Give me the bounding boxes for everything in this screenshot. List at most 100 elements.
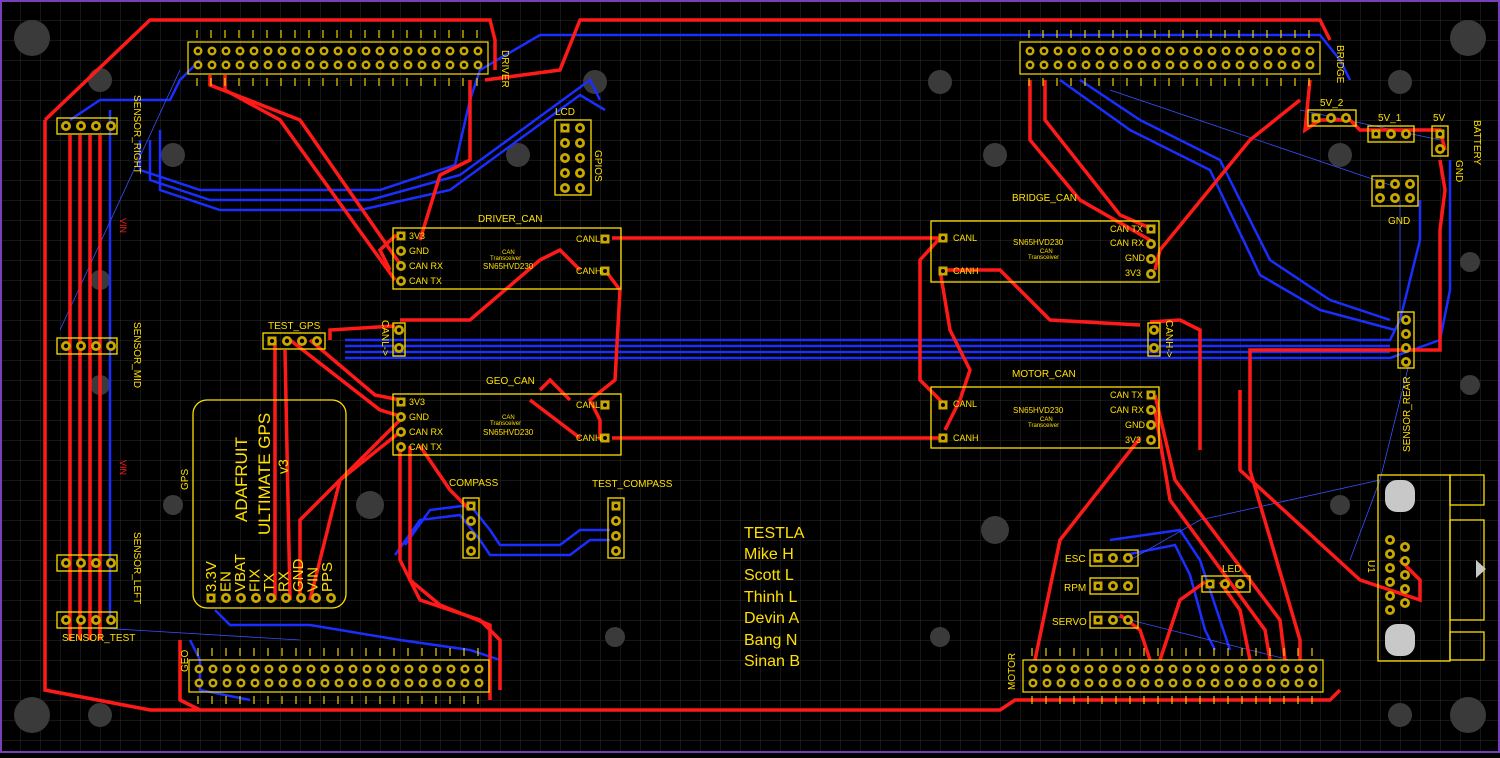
geo-can-pin-3: CAN RX bbox=[409, 427, 443, 437]
led-label: LED bbox=[1222, 564, 1241, 575]
mounting-hole bbox=[583, 70, 607, 94]
motor-can-canl: CANL bbox=[953, 399, 977, 409]
geo-label: GEO bbox=[180, 650, 191, 672]
driver-can-desc2: Transceiver bbox=[490, 256, 521, 262]
5v-2-label: 5V_2 bbox=[1320, 98, 1344, 109]
gps-label: GPS bbox=[180, 469, 191, 490]
mounting-hole bbox=[605, 627, 625, 647]
mounting-hole bbox=[930, 627, 950, 647]
driver-can-title: DRIVER_CAN bbox=[478, 214, 542, 225]
led-header bbox=[1201, 575, 1251, 593]
motor-can-chip: SN65HVD230 bbox=[1013, 406, 1064, 415]
mounting-hole bbox=[1388, 703, 1412, 727]
member-4: Devin A bbox=[744, 610, 799, 627]
driver-can-module bbox=[392, 227, 622, 290]
test-compass-label: TEST_COMPASS bbox=[592, 479, 673, 490]
mounting-hole bbox=[506, 143, 530, 167]
compass-header bbox=[462, 497, 480, 559]
mounting-hole bbox=[161, 143, 185, 167]
u1-tab-bottom bbox=[1449, 631, 1485, 661]
u1-tab-top bbox=[1449, 474, 1485, 506]
geo-can-chip: SN65HVD230 bbox=[483, 428, 534, 437]
mounting-hole bbox=[1450, 20, 1486, 56]
gps-pin-label: 3.3V bbox=[203, 561, 220, 592]
canh-arrow-label: CANH-> bbox=[1163, 320, 1174, 358]
gnd-block-label: GND bbox=[1388, 216, 1410, 227]
vin-label-2: VIN bbox=[118, 460, 128, 475]
u1-arrow-icon bbox=[1476, 560, 1486, 578]
bridge-can-canl: CANL bbox=[953, 233, 977, 243]
bridge-pin-header bbox=[1019, 30, 1321, 86]
gps-pin-label: RX bbox=[276, 571, 293, 592]
driver-can-desc1: CAN bbox=[502, 250, 515, 256]
driver-can-pin-4: CAN TX bbox=[409, 276, 442, 286]
u1-mount-holes bbox=[1385, 480, 1415, 656]
driver-can-pin-1: 3V3 bbox=[409, 231, 425, 241]
member-3: Thinh L bbox=[744, 589, 797, 606]
test-compass-header bbox=[607, 497, 625, 559]
motor-label: MOTOR bbox=[1007, 653, 1018, 690]
5v-2-header bbox=[1307, 109, 1357, 127]
member-5: Bang N bbox=[744, 632, 797, 649]
motor-can-module bbox=[930, 386, 1160, 449]
driver-pin-header bbox=[187, 30, 489, 86]
gpios-label: GPIOS bbox=[592, 150, 603, 182]
pin-headers bbox=[187, 30, 1324, 704]
motor-can-pin-3: GND bbox=[1125, 420, 1146, 430]
canl-arrow-connector bbox=[392, 322, 406, 357]
mounting-hole bbox=[88, 68, 112, 92]
motor-can-pin-1: CAN TX bbox=[1110, 390, 1143, 400]
mounting-hole bbox=[1328, 143, 1352, 167]
u1-label: U1 bbox=[1365, 560, 1376, 573]
gps-line-2: ULTIMATE GPS bbox=[255, 413, 274, 535]
sensor-test-header bbox=[56, 611, 118, 629]
5v-header bbox=[1431, 125, 1449, 157]
motor-can-canh: CANH bbox=[953, 433, 979, 443]
geo-can-desc2: Transceiver bbox=[490, 421, 521, 427]
mounting-holes bbox=[14, 20, 1486, 733]
mounting-hole bbox=[928, 70, 952, 94]
motor-can-title: MOTOR_CAN bbox=[1012, 369, 1076, 380]
gps-pin-label: FIX bbox=[247, 569, 264, 592]
sensor-right-header bbox=[56, 117, 118, 135]
motor-can-desc1: CAN bbox=[1040, 417, 1053, 423]
5v-1-label: 5V_1 bbox=[1378, 113, 1402, 124]
member-1: Mike H bbox=[744, 546, 794, 563]
member-6: Sinan B bbox=[744, 653, 800, 670]
sensor-mid-header bbox=[56, 337, 118, 355]
lcd-label: LCD bbox=[555, 107, 575, 118]
test-gps-label: TEST_GPS bbox=[268, 321, 321, 332]
test-gps-header bbox=[262, 332, 326, 350]
sensor-rear-header bbox=[1397, 311, 1415, 369]
driver-can-chip: SN65HVD230 bbox=[483, 262, 534, 271]
member-2: Scott L bbox=[744, 567, 794, 584]
mounting-hole bbox=[1330, 495, 1350, 515]
geo-pin-header bbox=[188, 648, 490, 704]
gps-pin-label: TX bbox=[261, 573, 278, 592]
gps-pin-label: EN bbox=[218, 571, 235, 592]
bridge-can-desc1: CAN bbox=[1040, 249, 1053, 255]
sensor-mid-label: SENSOR_MID bbox=[131, 322, 142, 388]
driver-can-canl: CANL bbox=[576, 234, 600, 244]
motor-can-desc2: Transceiver bbox=[1028, 423, 1059, 429]
bridge-can-canh: CANH bbox=[953, 266, 979, 276]
motor-can-pin-4: 3V3 bbox=[1125, 435, 1141, 445]
gnd-block bbox=[1371, 175, 1419, 207]
geo-can-pin-1: 3V3 bbox=[409, 397, 425, 407]
pads-layer bbox=[61, 113, 1445, 625]
bridge-can-pin-1: CAN TX bbox=[1110, 224, 1143, 234]
bridge-can-desc2: Transceiver bbox=[1028, 255, 1059, 261]
servo-header bbox=[1089, 611, 1139, 629]
bridge-can-title: BRIDGE_CAN bbox=[1012, 193, 1077, 204]
5v-label: 5V bbox=[1433, 113, 1446, 124]
bridge-can-pin-3: GND bbox=[1125, 253, 1146, 263]
gps-line-1: ADAFRUIT bbox=[232, 437, 251, 522]
mounting-hole bbox=[1388, 70, 1412, 94]
mounting-hole bbox=[1460, 252, 1480, 272]
gps-pin-label: GND bbox=[290, 559, 307, 593]
driver-can-pin-2: GND bbox=[409, 246, 430, 256]
bridge-can-pin-2: CAN RX bbox=[1110, 238, 1144, 248]
mounting-hole bbox=[1460, 375, 1480, 395]
bridge-can-module bbox=[930, 220, 1160, 283]
